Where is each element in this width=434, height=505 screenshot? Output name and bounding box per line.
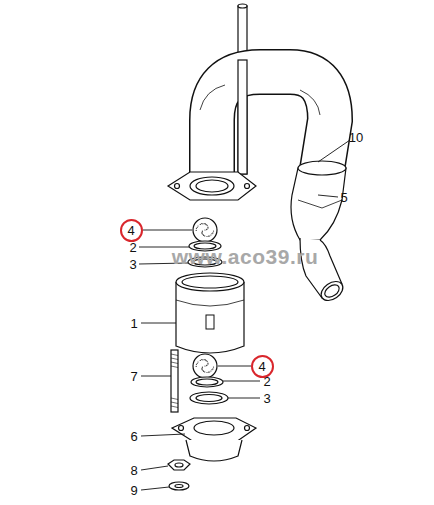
stipple <box>203 371 204 372</box>
stipple <box>206 236 207 237</box>
stipple <box>203 235 204 236</box>
thread-stroke <box>171 398 178 400</box>
callout-number: 3 <box>129 258 136 271</box>
stipple <box>205 223 206 224</box>
stipple <box>212 232 213 233</box>
stipple <box>206 229 207 230</box>
stipple <box>201 223 202 224</box>
rod <box>238 6 247 174</box>
callout-number: 8 <box>130 464 137 477</box>
stipple <box>202 231 203 232</box>
stipple <box>197 225 198 226</box>
callout-number: 4 <box>127 224 134 237</box>
leader-lines <box>139 140 350 490</box>
stipple <box>196 364 197 365</box>
thread-stroke <box>171 362 178 364</box>
nut <box>168 460 190 470</box>
callout-number: 2 <box>129 241 136 254</box>
flange <box>168 172 256 200</box>
stipple <box>208 363 209 364</box>
stipple <box>209 235 210 236</box>
thread-stroke <box>171 406 178 408</box>
callout-number: 9 <box>130 484 137 497</box>
stipple <box>204 223 205 224</box>
stipple <box>203 370 204 371</box>
stipple <box>201 368 202 369</box>
stipple <box>200 360 201 361</box>
valve-body <box>291 168 346 240</box>
stipple <box>202 223 203 224</box>
stipple <box>202 367 203 368</box>
stipple <box>210 234 211 235</box>
callout-number: 3 <box>263 392 270 405</box>
stipple <box>213 231 214 232</box>
watermark: www.aco39.ru <box>172 246 318 267</box>
thread-stroke <box>171 366 178 368</box>
callout-number: 4 <box>258 360 265 373</box>
stipple <box>212 368 213 369</box>
stipple <box>206 365 207 366</box>
thread-stroke <box>171 402 178 404</box>
stipple <box>208 372 209 373</box>
stipple <box>197 363 198 364</box>
stipple <box>204 365 205 366</box>
base-flange <box>172 418 256 442</box>
callout-number: 10 <box>349 131 363 144</box>
stipple <box>197 227 198 228</box>
callout-number: 7 <box>130 370 137 383</box>
stipple <box>206 224 207 225</box>
ball <box>193 218 217 242</box>
stud <box>171 350 178 412</box>
stipple <box>202 367 203 368</box>
stipple <box>210 370 211 371</box>
washer <box>169 482 189 490</box>
stipple <box>207 227 208 228</box>
stipple <box>206 372 207 373</box>
stipple <box>209 371 210 372</box>
stipple <box>202 369 203 370</box>
stipple <box>200 224 201 225</box>
stipple <box>204 359 205 360</box>
stipple <box>205 359 206 360</box>
stipple <box>204 229 205 230</box>
cylinder <box>176 282 244 353</box>
callout-number: 2 <box>263 375 270 388</box>
stipple <box>207 364 208 365</box>
stipple <box>211 233 212 234</box>
stipple <box>213 367 214 368</box>
thread-stroke <box>171 358 178 360</box>
stipple <box>206 360 207 361</box>
stipple <box>207 361 208 362</box>
stipple <box>201 359 202 360</box>
stipple <box>207 228 208 229</box>
stipple <box>202 233 203 234</box>
stipple <box>207 363 208 364</box>
stipple <box>204 371 205 372</box>
stipple <box>196 230 197 231</box>
thread-stroke <box>171 354 178 356</box>
stipple <box>204 235 205 236</box>
stipple <box>202 231 203 232</box>
stipple <box>203 234 204 235</box>
callout-circle: 4 <box>120 219 143 242</box>
stipple <box>197 361 198 362</box>
callout-number: 6 <box>130 430 137 443</box>
stipple <box>208 227 209 228</box>
stipple <box>208 236 209 237</box>
callout-number: 5 <box>340 191 347 204</box>
ball <box>193 354 217 378</box>
stipple <box>196 366 197 367</box>
stipple <box>202 359 203 360</box>
stipple <box>201 232 202 233</box>
stipple <box>196 228 197 229</box>
callout-number: 1 <box>130 317 137 330</box>
stipple <box>207 225 208 226</box>
stipple <box>211 369 212 370</box>
